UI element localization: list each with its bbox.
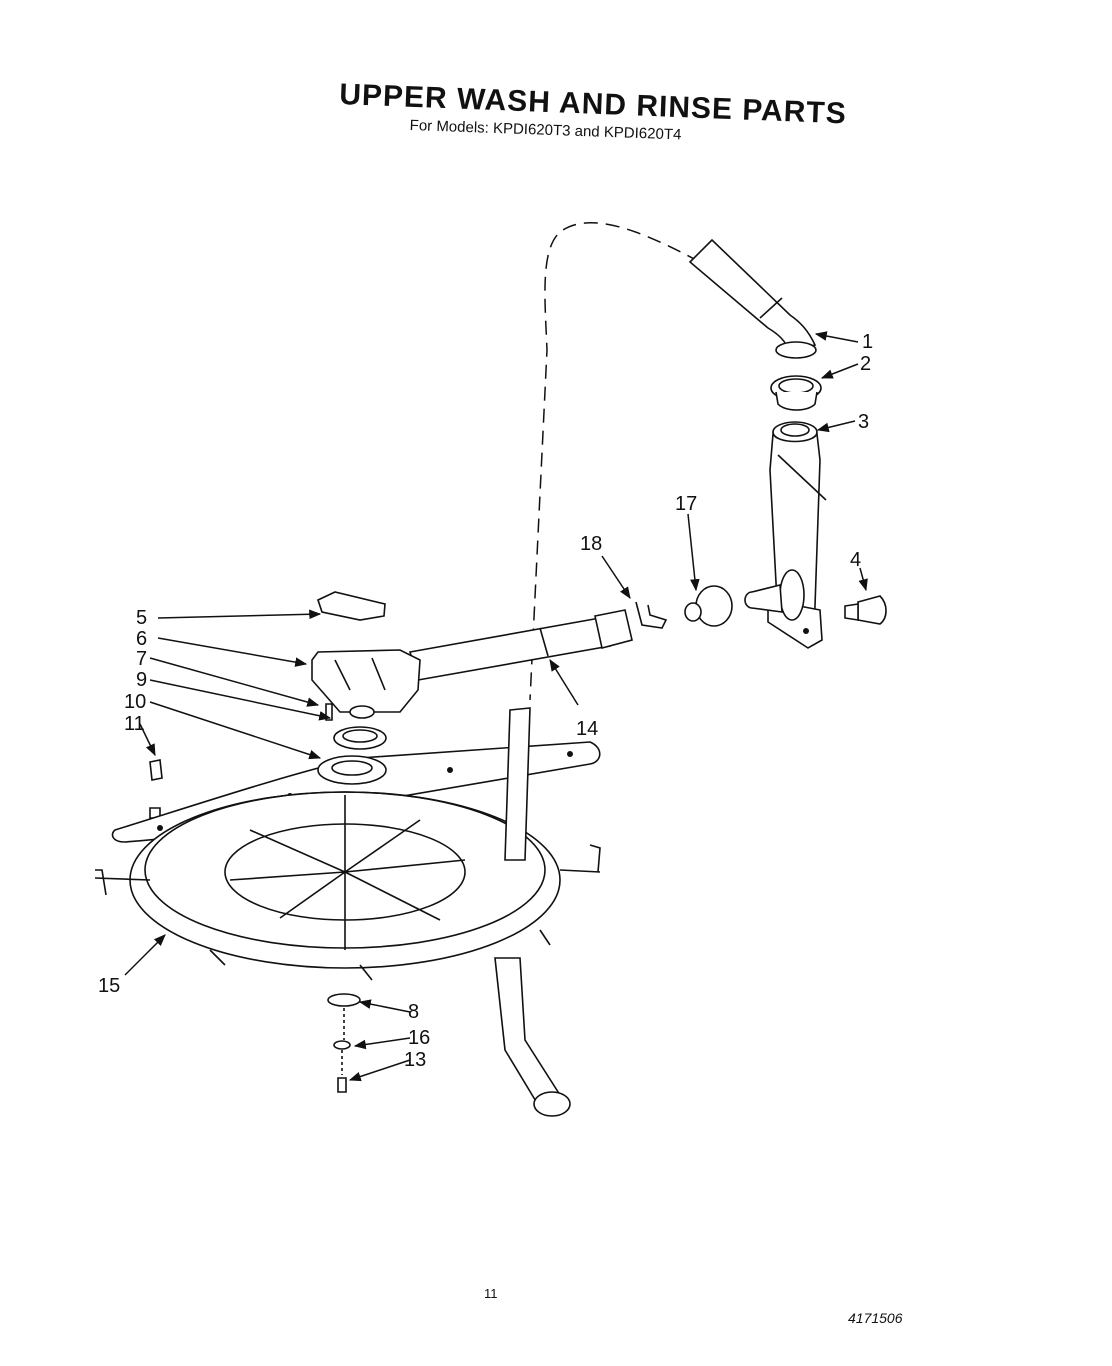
page-number: 11 [484, 1286, 498, 1301]
assembly-dashed-line [529, 221, 701, 701]
seal-part-10 [333, 726, 387, 750]
callout-9: 9 [136, 669, 147, 691]
callout-13: 13 [404, 1049, 426, 1071]
callout-5: 5 [136, 607, 147, 629]
clip-part-18 [635, 601, 668, 629]
nut-part-9 [349, 705, 375, 719]
callout-16: 16 [408, 1027, 430, 1049]
callout-15: 15 [98, 975, 120, 997]
screw-part-13 [337, 1077, 347, 1093]
callout-3: 3 [858, 411, 869, 433]
rack-tray-part-15 [94, 791, 601, 981]
manifold-part-6 [311, 649, 421, 713]
callout-7: 7 [136, 648, 147, 670]
document-number: 4171506 [848, 1310, 903, 1326]
callout-6: 6 [136, 628, 147, 650]
end-cap-part-4 [844, 595, 887, 625]
manifold-cap-part-5 [317, 591, 386, 621]
leader-lines [124, 331, 868, 1082]
drain-hose [494, 707, 571, 1117]
connector-part-17 [684, 583, 783, 627]
callout-18: 18 [580, 533, 602, 555]
vertical-supply-pipe-part-3 [767, 421, 827, 649]
seal-ring-part-2 [770, 375, 822, 411]
horizontal-supply-tube-part-14 [408, 609, 633, 681]
callout-8: 8 [408, 1001, 419, 1023]
callout-11: 11 [124, 713, 145, 735]
callout-1: 1 [862, 331, 873, 353]
callout-17: 17 [675, 493, 697, 515]
callout-14: 14 [576, 718, 598, 740]
callout-4: 4 [850, 549, 861, 571]
nozzle-part-11 [149, 759, 163, 819]
callout-2: 2 [860, 353, 871, 375]
callout-10: 10 [124, 691, 146, 713]
washer-part-8 [327, 993, 361, 1007]
supply-tube-part-1 [688, 238, 817, 359]
spacer-part-16 [333, 1040, 351, 1050]
